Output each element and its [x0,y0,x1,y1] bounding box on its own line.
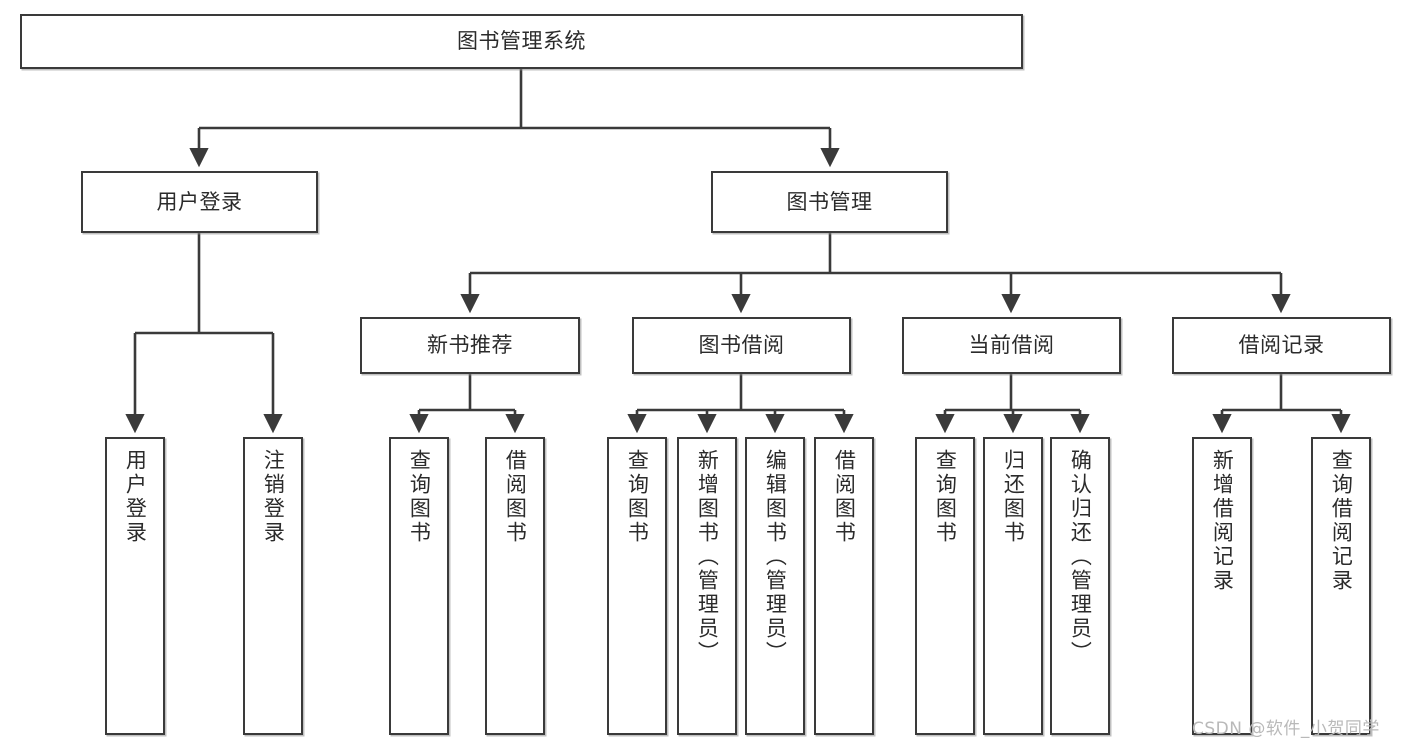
node-leaf-query-book-1-label: 查询图书 [407,449,432,545]
csdn-watermark: CSDN @软件_小贺同学 [1192,719,1380,739]
node-leaf-query-book-3-label: 查询图书 [933,449,958,545]
node-root-label: 图书管理系统 [457,29,586,54]
node-leaf-add-record-label: 新增借阅记录 [1210,449,1235,593]
node-leaf-query-record-label: 查询借阅记录 [1329,449,1354,593]
node-book-borrow-label: 图书借阅 [698,333,785,358]
node-book-manage-label: 图书管理 [786,189,873,214]
node-leaf-borrow-book-1[interactable]: 借阅图书 [485,437,545,735]
node-current-borrow[interactable]: 当前借阅 [902,317,1121,374]
node-user-login[interactable]: 用户登录 [81,171,318,233]
edge-newbookrec-to-leaves [409,374,525,434]
node-leaf-confirm-return[interactable]: 确认归还（管理员） [1050,437,1110,735]
node-leaf-return-book-label: 归还图书 [1001,449,1026,545]
node-book-manage[interactable]: 图书管理 [711,171,948,233]
node-leaf-borrow-book-2[interactable]: 借阅图书 [814,437,874,735]
node-leaf-logout[interactable]: 注销登录 [243,437,303,735]
node-leaf-query-record[interactable]: 查询借阅记录 [1311,437,1371,735]
node-leaf-add-book[interactable]: 新增图书（管理员） [677,437,737,735]
node-leaf-user-login[interactable]: 用户登录 [105,437,165,735]
node-book-borrow[interactable]: 图书借阅 [632,317,851,374]
node-leaf-confirm-return-label: 确认归还（管理员） [1068,449,1093,665]
node-leaf-logout-label: 注销登录 [261,449,286,545]
node-leaf-query-book-2[interactable]: 查询图书 [607,437,667,735]
node-leaf-borrow-book-2-label: 借阅图书 [832,449,857,545]
node-user-login-label: 用户登录 [156,189,243,214]
edge-bookmanage-to-level2 [460,233,1291,314]
node-borrow-record-label: 借阅记录 [1238,333,1325,358]
node-current-borrow-label: 当前借阅 [968,333,1055,358]
edge-borrowrecord-to-leaves [1212,374,1351,434]
node-leaf-user-login-label: 用户登录 [123,449,148,545]
node-new-book-rec-label: 新书推荐 [427,333,513,358]
node-leaf-query-book-1[interactable]: 查询图书 [389,437,449,735]
node-new-book-rec[interactable]: 新书推荐 [360,317,580,374]
node-root[interactable]: 图书管理系统 [20,14,1023,69]
edge-root-to-level1 [189,69,840,168]
edge-bookborrow-to-leaves [627,374,854,434]
node-leaf-return-book[interactable]: 归还图书 [983,437,1043,735]
node-leaf-edit-book[interactable]: 编辑图书（管理员） [745,437,805,735]
node-leaf-borrow-book-1-label: 借阅图书 [503,449,528,545]
edge-userlogin-to-leaves [125,233,283,434]
node-leaf-query-book-2-label: 查询图书 [625,449,650,545]
node-leaf-add-record[interactable]: 新增借阅记录 [1192,437,1252,735]
node-leaf-query-book-3[interactable]: 查询图书 [915,437,975,735]
node-leaf-add-book-label: 新增图书（管理员） [695,449,720,665]
edge-currentborrow-to-leaves [935,374,1090,434]
node-borrow-record[interactable]: 借阅记录 [1172,317,1391,374]
node-leaf-edit-book-label: 编辑图书（管理员） [763,449,788,665]
